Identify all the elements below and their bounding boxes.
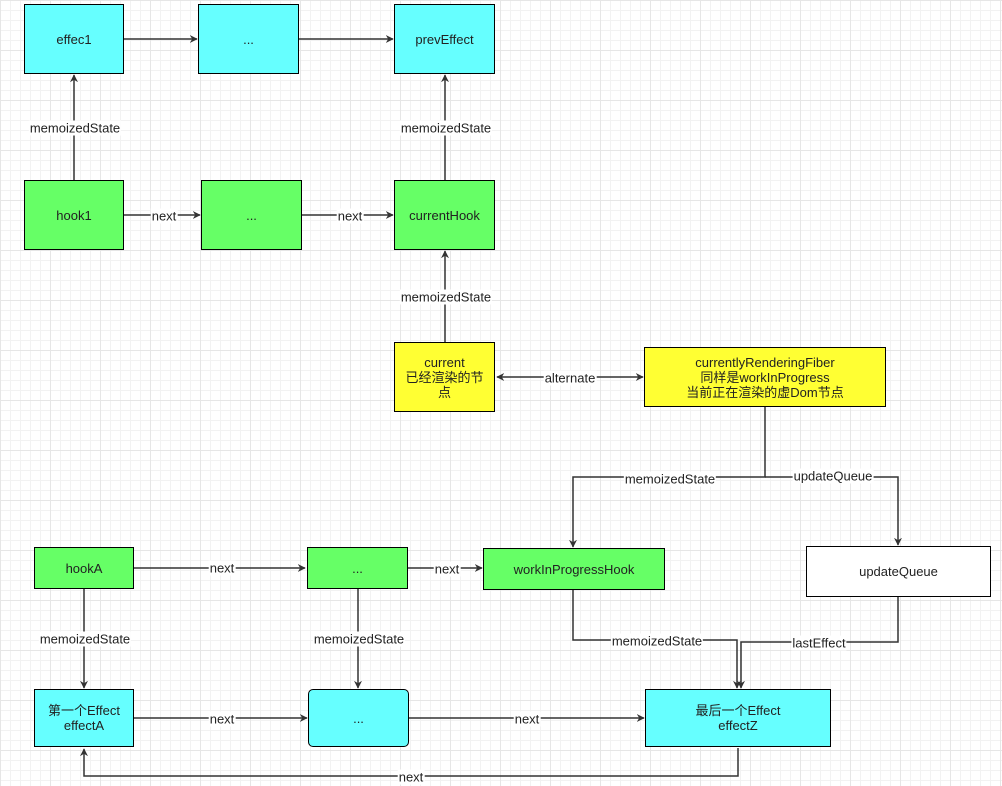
node-label: currentHook: [409, 207, 480, 223]
edge-label-next-loop: next: [397, 769, 425, 785]
effect-node-effec1[interactable]: effec1: [24, 4, 124, 74]
edge-label-next-effect-dots-bottom: next: [513, 711, 541, 727]
node-label-line2: effectA: [63, 718, 105, 733]
edge-label-memoizedState-hook-dots-bottom: memoizedState: [312, 631, 406, 647]
node-label-line2: effectZ: [718, 718, 758, 733]
node-label-line3: 点: [437, 384, 451, 400]
edge-label-memoizedState-wip: memoizedState: [610, 633, 704, 649]
node-label: effec1: [56, 31, 92, 47]
effect-node-effectA[interactable]: 第一个Effect effectA: [34, 689, 134, 747]
hook-node-dots-top[interactable]: ...: [201, 180, 302, 250]
edge-label-memoizedState-crf: memoizedState: [623, 471, 717, 487]
edge-label-next-effectA: next: [208, 711, 236, 727]
node-label-line1: 最后一个Effect: [695, 703, 781, 718]
effect-node-dots-bottom[interactable]: ...: [308, 689, 409, 747]
node-label: workInProgressHook: [513, 561, 635, 577]
node-label-line1: current: [424, 354, 465, 370]
edge-label-lastEffect: lastEffect: [791, 635, 847, 651]
node-label: hookA: [65, 560, 103, 576]
edge-label-memoizedState-currentHook: memoizedState: [399, 120, 493, 136]
hook-node-hookA[interactable]: hookA: [34, 547, 134, 589]
node-label-line2: 同样是workInProgress: [700, 369, 830, 385]
hook-node-dots-bottom[interactable]: ...: [307, 547, 408, 589]
node-label: ...: [352, 560, 363, 576]
edge-label-memoizedState-hookA: memoizedState: [38, 631, 132, 647]
hook-node-workInProgressHook[interactable]: workInProgressHook: [483, 548, 665, 590]
node-label-line3: 当前正在渲染的虚Dom节点: [686, 384, 844, 400]
edge-label-memoizedState-current: memoizedState: [399, 289, 493, 305]
edge-label-next-hook-dots: next: [336, 208, 364, 224]
effect-node-dots-top[interactable]: ...: [198, 4, 299, 74]
node-label: updateQueue: [859, 564, 938, 579]
effect-node-effectZ[interactable]: 最后一个Effect effectZ: [645, 689, 831, 747]
effect-node-prevEffect[interactable]: prevEffect: [394, 4, 495, 74]
edge-label-next-hookA: next: [208, 560, 236, 576]
fiber-node-currentlyRenderingFiber[interactable]: currentlyRenderingFiber 同样是workInProgres…: [644, 347, 886, 407]
edge-label-memoizedState-hook1: memoizedState: [28, 120, 122, 136]
hook-node-hook1[interactable]: hook1: [24, 180, 124, 250]
node-label-line1: 第一个Effect: [47, 703, 120, 718]
node-label-line2: 已经渲染的节: [405, 369, 484, 385]
hook-node-currentHook[interactable]: currentHook: [394, 180, 495, 250]
edge-label-next-hook-dots-bottom: next: [433, 561, 461, 577]
node-label: hook1: [56, 207, 92, 223]
node-label: prevEffect: [415, 31, 474, 47]
node-label-line1: currentlyRenderingFiber: [695, 354, 835, 370]
edge-crf-updateQueue: [765, 476, 902, 546]
node-label: ...: [246, 207, 257, 223]
queue-node-updateQueue[interactable]: updateQueue: [806, 546, 991, 597]
edge-label-next-hook1: next: [150, 208, 178, 224]
fiber-node-current[interactable]: current 已经渲染的节 点: [394, 342, 495, 412]
edge-label-updateQueue: updateQueue: [792, 468, 874, 484]
node-label: ...: [243, 31, 254, 47]
node-label: ...: [353, 710, 364, 726]
edge-label-alternate: alternate: [543, 370, 597, 386]
